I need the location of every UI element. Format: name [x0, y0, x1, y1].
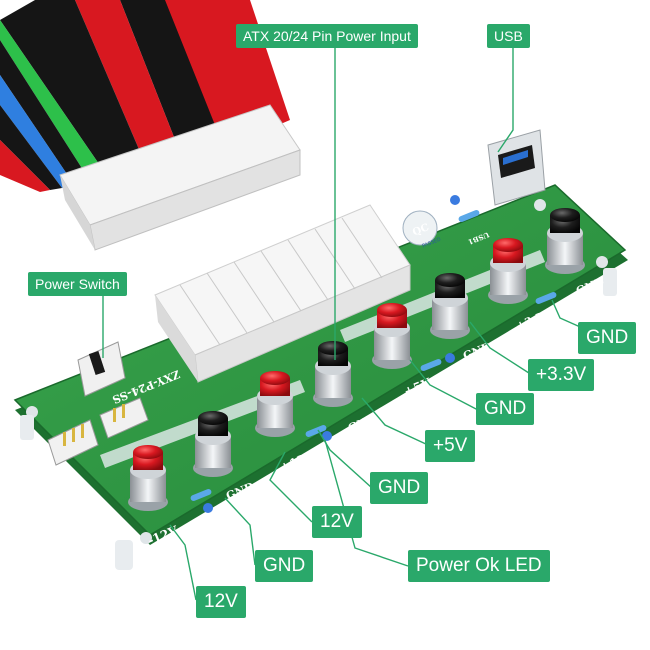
binding-post-red [488, 238, 528, 304]
standoff [603, 268, 617, 296]
wire-black [0, 40, 92, 186]
callout-atx-input: ATX 20/24 Pin Power Input [236, 24, 418, 48]
callout-usb: USB [487, 24, 530, 48]
binding-post-black [313, 341, 353, 407]
callout-power-switch: Power Switch [28, 272, 127, 296]
atx-socket [154, 204, 411, 383]
callout-12v-pos: 12V [312, 506, 362, 538]
binding-posts [128, 208, 585, 511]
binding-post-black [193, 411, 233, 477]
standoff [115, 540, 133, 570]
callout-gnd-2: GND [476, 393, 535, 425]
binding-post-red [372, 303, 412, 369]
wire-black [0, 105, 62, 190]
silk-v3: V3 [424, 182, 438, 195]
callout-gnd-1: GND [578, 322, 637, 354]
binding-post-red [255, 371, 295, 437]
qc-passed-sticker-icon: QC PASSED [402, 210, 442, 250]
binding-post-black [545, 208, 585, 274]
wire-red [0, 140, 50, 192]
wire-blue [0, 75, 75, 188]
pin-header [47, 397, 149, 466]
mounting-hole [596, 256, 608, 268]
callout-power-ok-led: Power Ok LED [408, 550, 550, 582]
atx-plug [59, 104, 301, 251]
usb-port [487, 129, 546, 206]
binding-post-black [430, 273, 470, 339]
standoff [20, 415, 34, 440]
callout-5v: +5V [425, 430, 476, 462]
wire-black [120, 0, 225, 165]
power-switch [77, 341, 126, 397]
resistors-and-leds [190, 195, 557, 513]
wire-red [75, 0, 185, 175]
mounting-hole [140, 532, 152, 544]
callout-gnd-4: GND [255, 550, 314, 582]
callout-gnd-3: GND [370, 472, 429, 504]
binding-post-red [128, 445, 168, 511]
wire-black [0, 0, 150, 180]
mounting-hole [534, 199, 546, 211]
leader-lines [102, 48, 606, 601]
wire-green [0, 20, 110, 184]
callout-12v-neg: 12V [196, 586, 246, 618]
callout-3v3: +3.3V [528, 359, 595, 391]
